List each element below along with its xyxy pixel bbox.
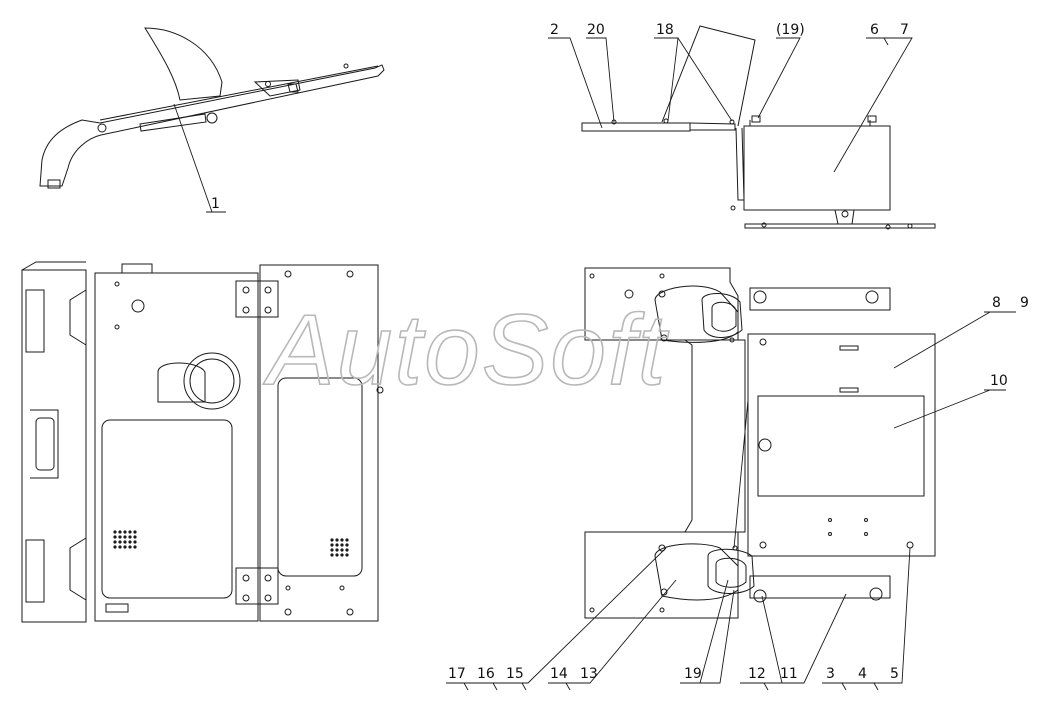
callout-15: 15 bbox=[506, 666, 524, 682]
callout-10: 10 bbox=[990, 373, 1008, 389]
callout-8: 8 bbox=[992, 295, 1001, 311]
plan-view-assembly bbox=[584, 267, 936, 619]
watermark-text: AutoSoft bbox=[263, 294, 670, 406]
callout-2: 2 bbox=[550, 22, 559, 38]
callout-ticks bbox=[463, 37, 889, 691]
side-view-cover bbox=[39, 27, 385, 189]
callout-9: 9 bbox=[1020, 295, 1029, 311]
callout-14: 14 bbox=[550, 666, 568, 682]
callout-7: 7 bbox=[900, 22, 909, 38]
callout-5: 5 bbox=[890, 666, 899, 682]
callout-6: 6 bbox=[870, 22, 879, 38]
callout-12: 12 bbox=[748, 666, 766, 682]
callout-19: 19 bbox=[684, 666, 702, 682]
callout-18: 18 bbox=[656, 22, 674, 38]
vent-grille-left bbox=[113, 530, 137, 549]
callout-labels: 1 2 20 18 (19) 6 7 8 9 10 17 16 15 14 13… bbox=[211, 22, 1029, 682]
front-view-panel bbox=[21, 261, 384, 623]
callout-20: 20 bbox=[587, 22, 605, 38]
leader-lines bbox=[173, 37, 1016, 684]
callout-3: 3 bbox=[826, 666, 835, 682]
callout-16: 16 bbox=[477, 666, 495, 682]
callout-4: 4 bbox=[858, 666, 867, 682]
vent-grille-right bbox=[330, 538, 349, 557]
callout-19-paren: (19) bbox=[776, 22, 805, 38]
callout-17: 17 bbox=[448, 666, 466, 682]
callout-13: 13 bbox=[580, 666, 598, 682]
callout-1: 1 bbox=[211, 196, 220, 212]
top-view-assembly bbox=[581, 25, 936, 230]
callout-11: 11 bbox=[780, 666, 798, 682]
